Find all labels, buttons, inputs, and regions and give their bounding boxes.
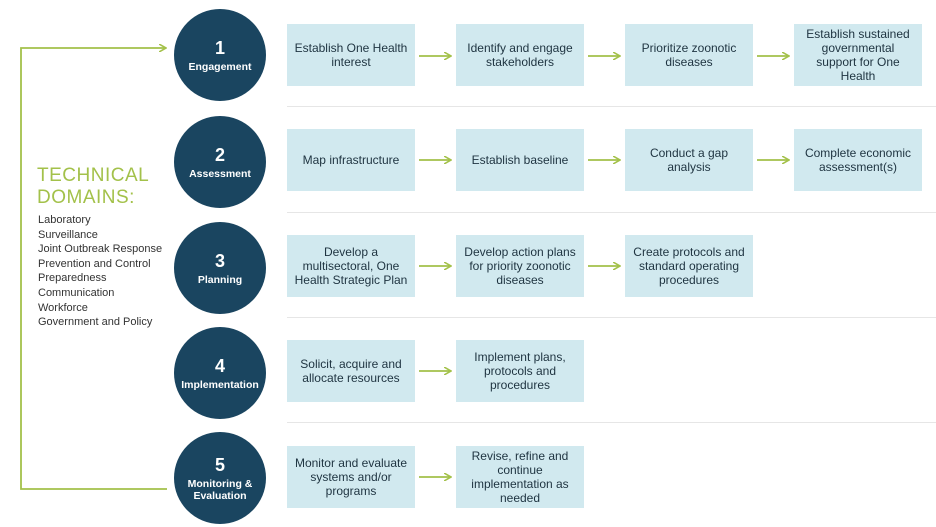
phase-label: Implementation	[181, 379, 259, 391]
phase-circle-monitoring-evaluation: 5 Monitoring & Evaluation	[174, 432, 266, 524]
phase-circle-implementation: 4 Implementation	[174, 327, 266, 419]
step-box: Create protocols and standard operating …	[625, 235, 753, 297]
phase-number: 1	[214, 38, 225, 58]
step-box: Identify and engage stakeholders	[456, 24, 584, 86]
technical-domains-list: Laboratory Surveillance Joint Outbreak R…	[38, 213, 162, 330]
technical-domains-title: TECHNICAL DOMAINS:	[37, 165, 149, 209]
domain-item: Government and Policy	[38, 316, 153, 329]
domain-item: Prevention and Control	[38, 257, 151, 270]
phase-circle-engagement: 1 Engagement	[174, 9, 266, 101]
domain-item: Joint Outbreak Response	[38, 243, 163, 256]
phase-circle-assessment: 2 Assessment	[174, 116, 266, 208]
phase-number: 5	[214, 455, 225, 475]
phase-number: 2	[214, 145, 225, 165]
feedback-loop-arrow	[20, 48, 167, 490]
domain-item: Communication	[38, 286, 115, 299]
step-box: Monitor and evaluate systems and/or prog…	[287, 446, 415, 508]
step-box: Map infrastructure	[287, 129, 415, 191]
technical-domains-title-line2: DOMAINS:	[37, 187, 135, 208]
step-box: Establish sustained governmental support…	[794, 24, 922, 86]
row-divider	[287, 422, 936, 423]
domain-item: Laboratory	[38, 214, 91, 226]
phase-label: Monitoring & Evaluation	[187, 478, 253, 502]
row-divider	[287, 317, 936, 318]
phase-label: Assessment	[189, 168, 251, 180]
step-box: Establish baseline	[456, 129, 584, 191]
step-box: Prioritize zoonotic diseases	[625, 24, 753, 86]
step-box: Establish One Health interest	[287, 24, 415, 86]
phase-label: Planning	[197, 274, 243, 286]
phase-number: 3	[214, 251, 225, 271]
domain-item: Workforce	[38, 301, 88, 314]
step-box: Complete economic assessment(s)	[794, 129, 922, 191]
phase-circle-planning: 3 Planning	[174, 222, 266, 314]
domain-item: Surveillance	[38, 228, 98, 241]
step-box: Develop action plans for priority zoonot…	[456, 235, 584, 297]
row-divider	[287, 212, 936, 213]
domain-item: Preparedness	[38, 272, 107, 285]
row-divider	[287, 106, 936, 107]
technical-domains-title-line1: TECHNICAL	[37, 165, 150, 186]
step-box: Develop a multisectoral, One Health Stra…	[287, 235, 415, 297]
phase-label: Engagement	[188, 61, 252, 73]
step-box: Revise, refine and continue implementati…	[456, 446, 584, 508]
step-box: Conduct a gap analysis	[625, 129, 753, 191]
step-box: Solicit, acquire and allocate resources	[287, 340, 415, 402]
phase-number: 4	[214, 356, 225, 376]
step-box: Implement plans, protocols and procedure…	[456, 340, 584, 402]
